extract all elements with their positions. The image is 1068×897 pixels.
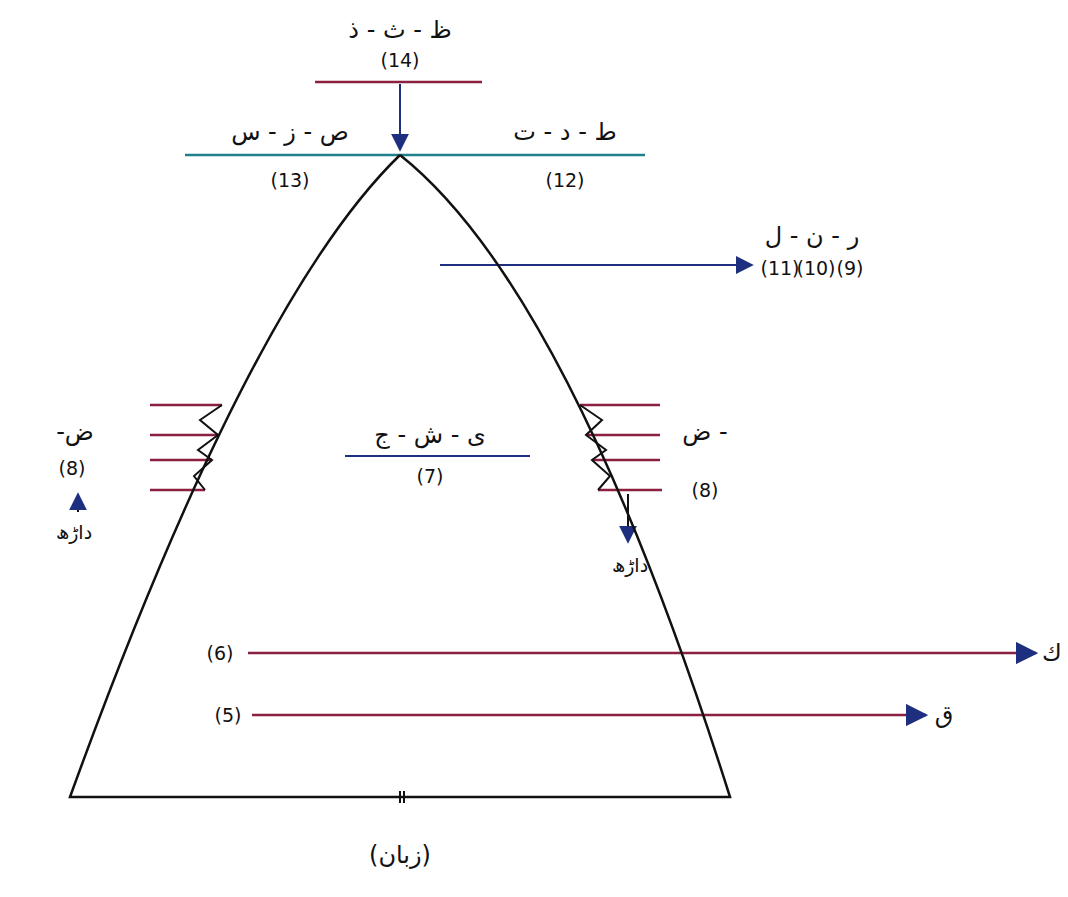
callout-number: (10) [796,258,835,279]
pointer-arrow [252,714,926,717]
rule-line [345,455,530,457]
shape-title: (زبان) [369,842,431,868]
letter-group: ض - [682,419,727,445]
letter-group: ل - ن - ر [765,223,860,249]
tongue-shape: ج - ش - ی (7) (زبان) [60,150,740,880]
callout-number: (8) [692,480,719,501]
letter-group: ج - ش - ی [374,422,485,448]
pointer-arrow [399,84,401,150]
pointer-arrow [440,264,752,266]
center-tick [403,791,405,803]
pointer-arrow [77,494,79,512]
callout-number: (5) [215,705,242,726]
tongue-outline [60,150,740,880]
letter-group: ذ - ث - ظ [348,17,451,43]
callout-number: (9) [837,258,864,279]
center-tick [399,791,401,803]
letter-group: ك [1042,640,1062,666]
callout-number: (7) [417,466,444,487]
pointer-arrow [248,652,1036,655]
callout-number: (11) [760,258,799,279]
callout-number: (12) [545,170,584,191]
rule-line [315,81,482,84]
letter-group: س - ز - ص [231,119,349,145]
callout-number: (6) [207,643,234,664]
callout-number: (13) [270,170,309,191]
callout-number: (14) [380,50,419,71]
letter-group: ت - د - ط [513,119,616,145]
tongue-outline [70,155,730,797]
callout-number: داڑھ [612,555,648,576]
rule-line [185,154,645,157]
callout-number: داڑھ [56,522,92,543]
letter-group: ق [935,702,954,728]
callout-number: (8) [59,458,86,479]
letter-group: -ض [56,419,94,445]
